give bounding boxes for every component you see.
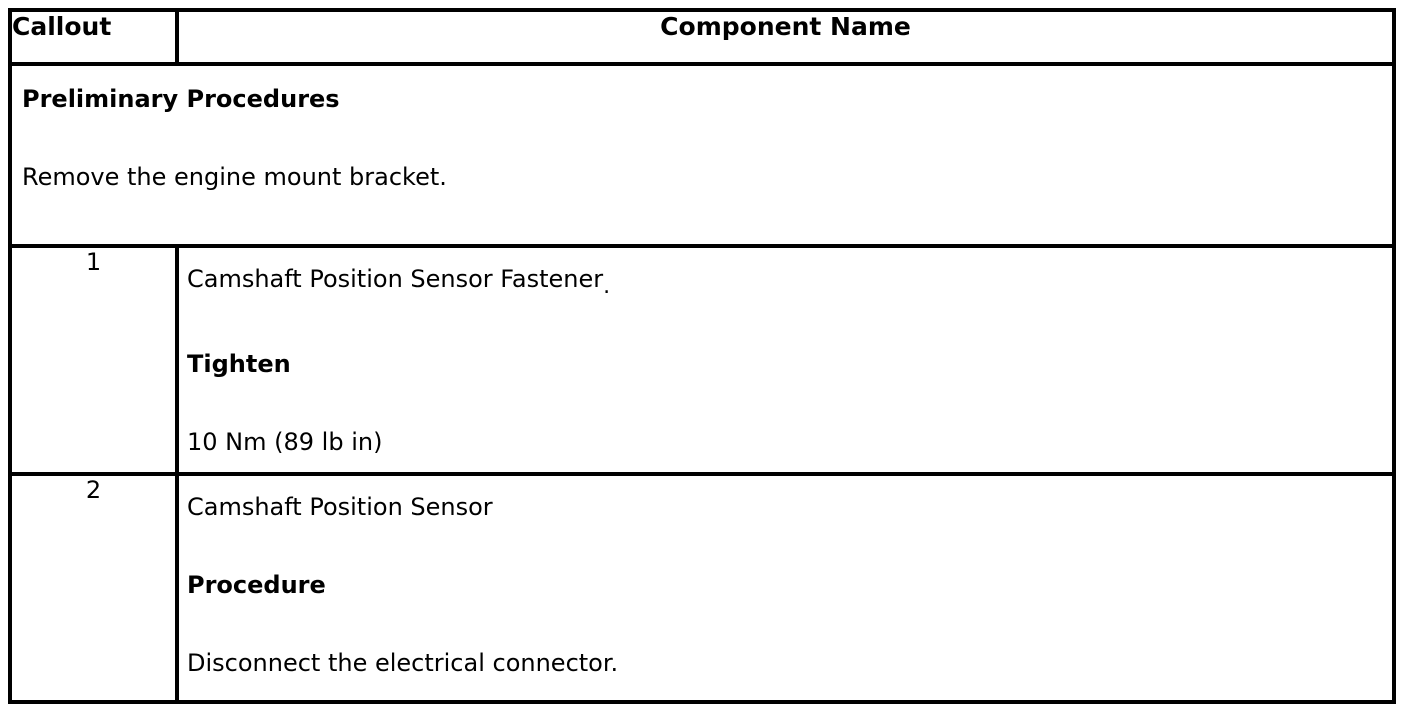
component-name-column-header: Component Name: [175, 8, 1396, 66]
component-cell-2: Camshaft Position Sensor Procedure Disco…: [175, 472, 1396, 704]
procedure-instruction-text: Disconnect the electrical connector.: [187, 649, 619, 677]
table-row-callout-2: 2 Camshaft Position Sensor Procedure Dis…: [8, 472, 1396, 704]
preliminary-instruction-text: Remove the engine mount bracket.: [22, 163, 447, 191]
table-header-row: Callout Component Name: [8, 8, 1396, 66]
component-name-trailing-period: .: [603, 274, 611, 299]
component-cell-1: Camshaft Position Sensor Fastener. Tight…: [175, 244, 1396, 476]
table-row-callout-1: 1 Camshaft Position Sensor Fastener. Tig…: [8, 244, 1396, 476]
component-name-text: Camshaft Position Sensor Fastener.: [187, 264, 1382, 302]
callout-number-2: 2: [8, 472, 179, 704]
component-name-text: Camshaft Position Sensor: [187, 492, 1382, 523]
preliminary-procedures-row: Preliminary Procedures Remove the engine…: [8, 62, 1396, 248]
component-name-main: Camshaft Position Sensor: [187, 493, 493, 521]
preliminary-procedures-cell: Preliminary Procedures Remove the engine…: [8, 62, 1396, 248]
service-manual-page: Callout Component Name Preliminary Proce…: [8, 8, 1396, 704]
callout-number-1: 1: [8, 244, 179, 476]
action-heading-procedure: Procedure: [187, 571, 326, 599]
action-heading-tighten: Tighten: [187, 350, 291, 378]
component-name-main: Camshaft Position Sensor Fastener: [187, 265, 604, 293]
torque-spec-text: 10 Nm (89 lb in): [187, 428, 383, 456]
callout-component-table: Callout Component Name Preliminary Proce…: [8, 8, 1396, 704]
preliminary-procedures-title: Preliminary Procedures: [22, 85, 340, 113]
callout-column-header: Callout: [8, 8, 179, 66]
